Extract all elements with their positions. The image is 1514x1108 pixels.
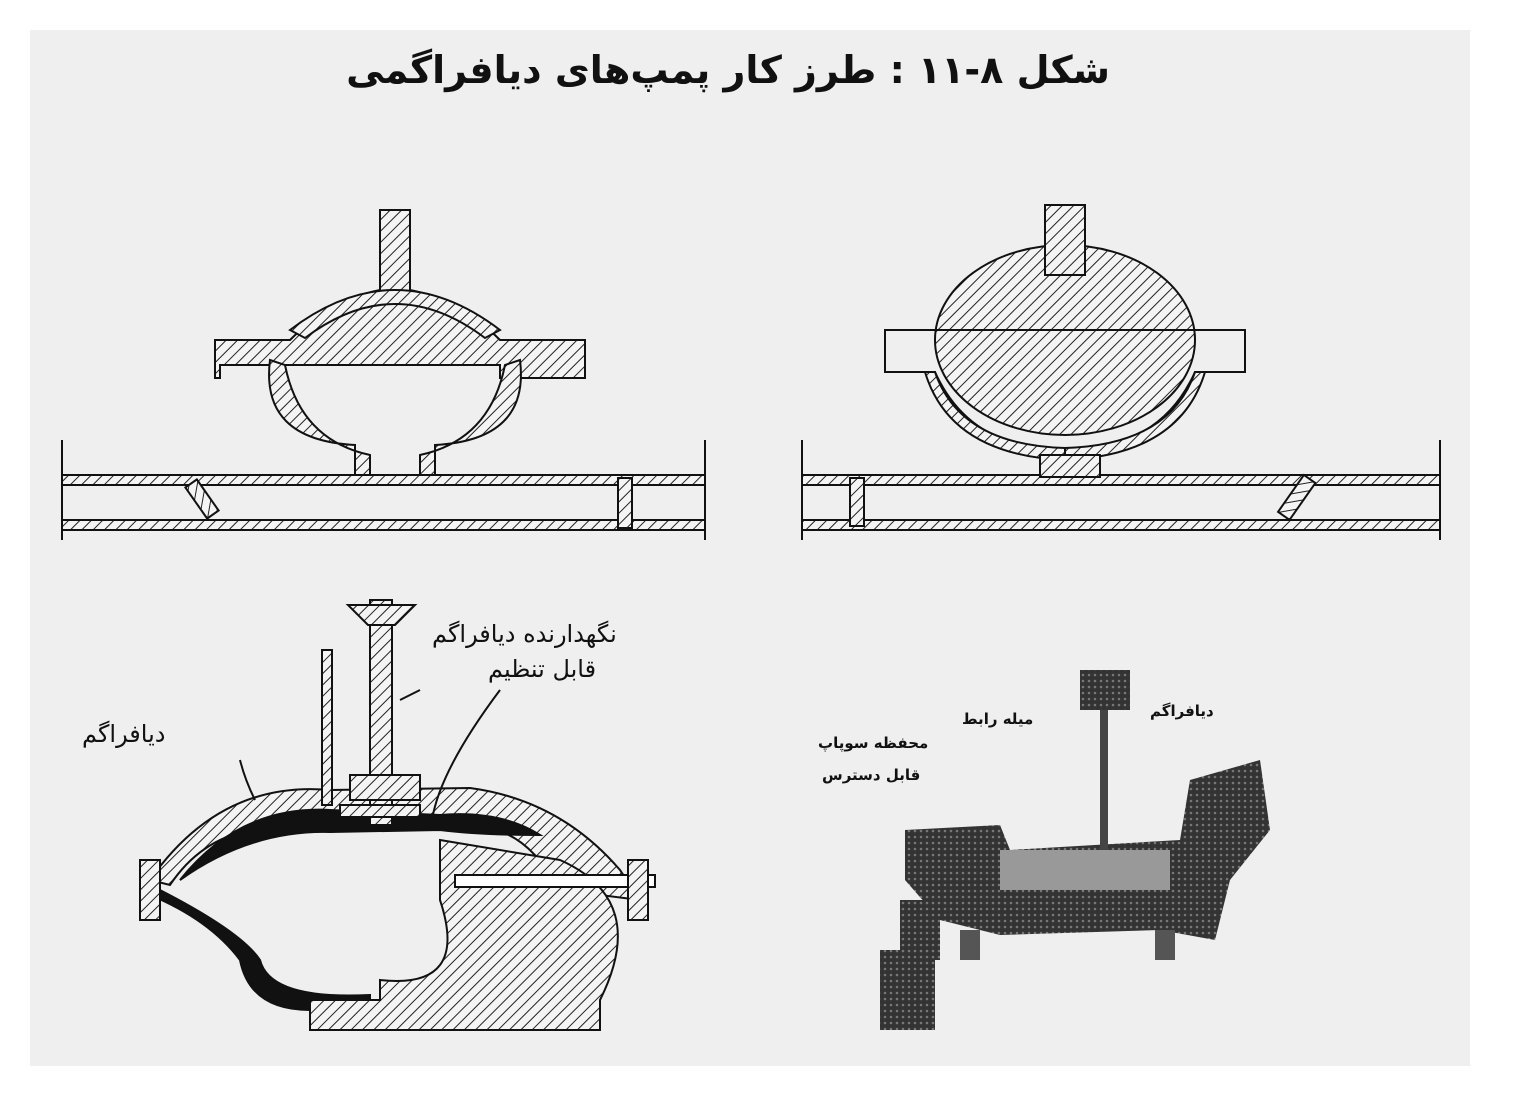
pump-cross-section — [139, 599, 656, 1031]
label-diaphragm-holder: نگهدارنده دیافراگم — [432, 620, 617, 648]
label-adjustable: قابل تنظیم — [488, 655, 597, 683]
pump-diagram-left — [61, 209, 706, 540]
figure-title: شکل ۸-۱۱ : طرز کار پمپ‌های دیافراگمی — [346, 48, 1110, 92]
pump-photo — [880, 670, 1270, 1030]
photo-label-connecting-rod: میله رابط — [962, 710, 1034, 728]
scanned-sheet — [30, 30, 1470, 1066]
pump-diagram-right — [801, 204, 1441, 540]
photo-label-valve-chamber: محفظه سوپاپ — [818, 734, 929, 752]
label-diaphragm: دیافراگم — [82, 720, 166, 748]
photo-label-accessible: قابل دسترس — [822, 766, 921, 784]
photo-label-diaphragm: دیافراگم — [1150, 702, 1214, 720]
